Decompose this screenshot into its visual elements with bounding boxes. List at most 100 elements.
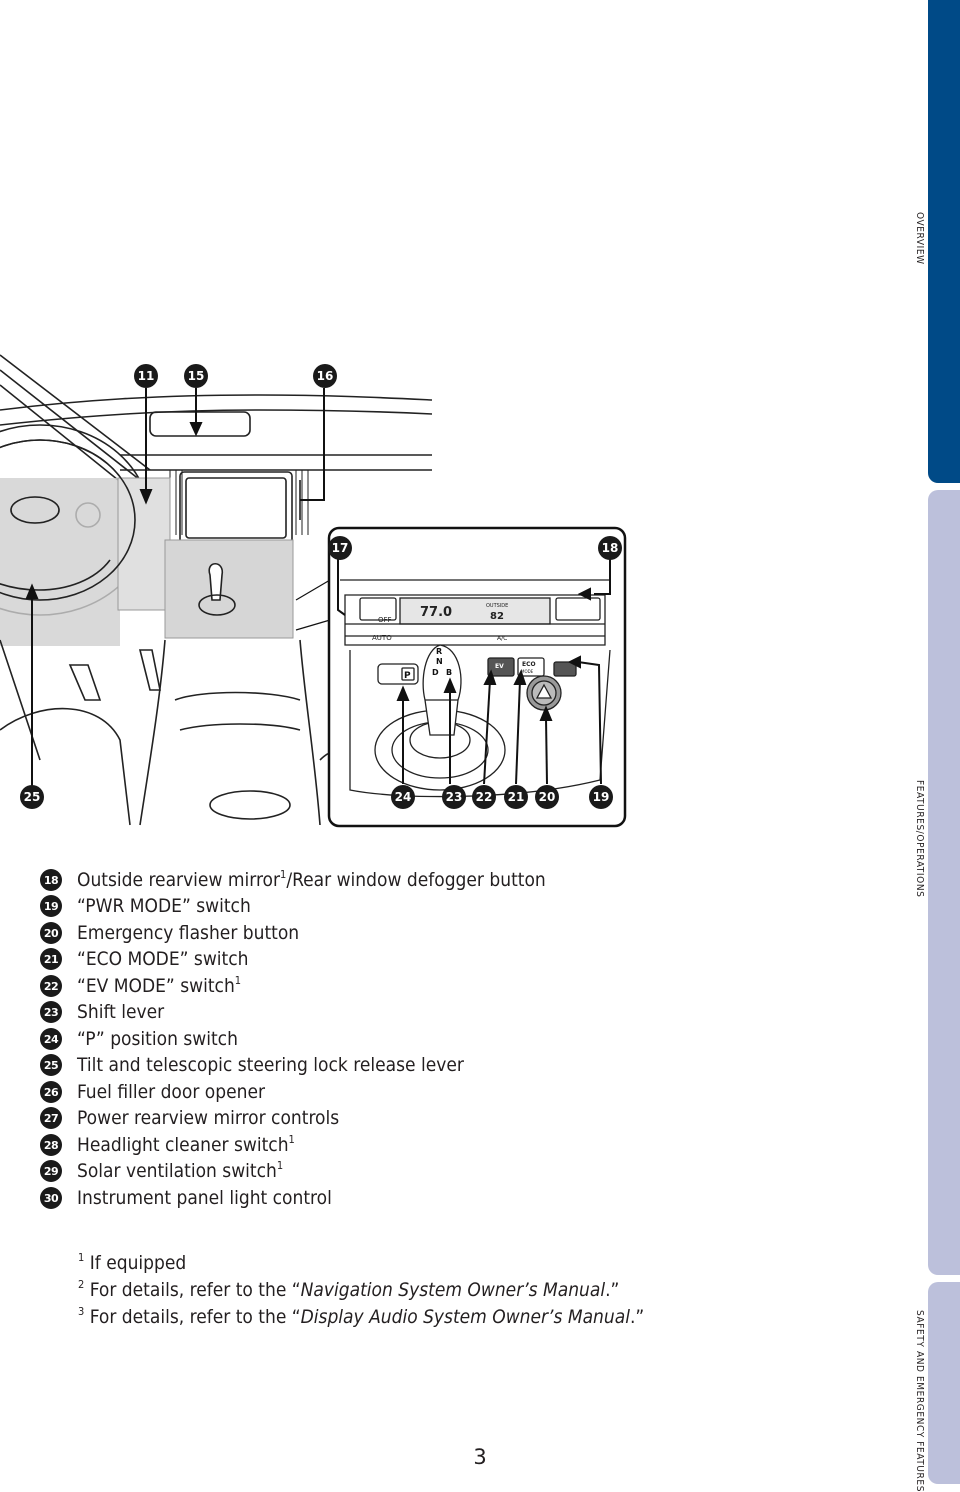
item-number-badge: 20 <box>40 922 62 944</box>
item-number-badge: 30 <box>40 1187 62 1209</box>
overview-tab[interactable] <box>928 0 960 483</box>
console-inset: OFF AUTO A/C 77.0 OUTSIDE 82 P R N D B E… <box>327 526 627 828</box>
features-operations-tab-label: FEATURES/OPERATIONS <box>914 780 925 898</box>
list-item: 20 Emergency flasher button <box>40 921 299 945</box>
item-label: Outside rearview mirror <box>77 869 281 891</box>
list-item: 28 Headlight cleaner switch1 <box>40 1133 295 1157</box>
item-number-badge: 25 <box>40 1054 62 1076</box>
item-superscript: 1 <box>234 974 242 987</box>
svg-text:16: 16 <box>317 369 334 383</box>
leader-lines <box>25 388 331 790</box>
item-label: Shift lever <box>77 1001 165 1023</box>
dashboard-illustration: OFF AUTO A/C 77.0 OUTSIDE 82 P R N D B E… <box>0 354 627 828</box>
manual-title: Navigation System Owner’s Manual <box>300 1279 606 1301</box>
svg-text:24: 24 <box>395 790 412 804</box>
list-item: 26 Fuel filler door opener <box>40 1080 265 1104</box>
gear-d-label: D <box>432 668 439 677</box>
svg-text:23: 23 <box>446 790 463 804</box>
outside-label: OUTSIDE <box>486 603 508 609</box>
gear-r-label: R <box>436 647 442 656</box>
footnote-text-end: .” <box>629 1306 645 1328</box>
item-label: Headlight cleaner switch <box>77 1134 289 1156</box>
svg-text:17: 17 <box>332 541 349 555</box>
footnote-text: For details, refer to the “ <box>84 1306 301 1328</box>
p-button-label: P <box>404 671 411 681</box>
item-label: “EV MODE” switch <box>77 975 235 997</box>
callout-20: 20 <box>535 785 559 809</box>
ac-label: A/C <box>497 635 507 642</box>
list-item: 24 “P” position switch <box>40 1027 238 1051</box>
manual-title: Display Audio System Owner’s Manual <box>300 1306 630 1328</box>
item-number-badge: 29 <box>40 1160 62 1182</box>
item-label-rest: /Rear window defogger button <box>286 869 546 891</box>
temp-readout: 77.0 <box>420 605 452 620</box>
item-number-badge: 24 <box>40 1028 62 1050</box>
item-number-badge: 27 <box>40 1107 62 1129</box>
footnote-3: 3 For details, refer to the “Display Aud… <box>78 1306 644 1328</box>
list-item: 30 Instrument panel light control <box>40 1186 332 1210</box>
list-item: 27 Power rearview mirror controls <box>40 1106 339 1130</box>
item-label: “P” position switch <box>77 1028 238 1050</box>
callout-24: 24 <box>391 785 415 809</box>
callout-21: 21 <box>504 785 528 809</box>
callout-15: 15 <box>184 364 208 388</box>
eco-button-label: ECO <box>522 661 536 668</box>
callout-25: 25 <box>20 785 44 809</box>
ev-button-label: EV <box>495 663 504 670</box>
item-number-badge: 22 <box>40 975 62 997</box>
callout-16: 16 <box>313 364 337 388</box>
item-number-badge: 18 <box>40 869 62 891</box>
svg-text:19: 19 <box>593 790 610 804</box>
footnote-text-end: .” <box>605 1279 620 1301</box>
item-label: Emergency flasher button <box>77 922 300 944</box>
callout-11: 11 <box>134 364 158 388</box>
footnote-marker: 3 <box>78 1305 85 1318</box>
cabin-drawing <box>0 354 433 826</box>
svg-text:25: 25 <box>24 790 41 804</box>
callout-22: 22 <box>472 785 496 809</box>
footnote-text: If equipped <box>84 1252 187 1274</box>
callout-23: 23 <box>442 785 466 809</box>
gear-b-label: B <box>446 668 452 677</box>
outside-temp-readout: 82 <box>490 611 504 622</box>
svg-text:15: 15 <box>188 369 205 383</box>
footnote-2: 2 For details, refer to the “Navigation … <box>78 1279 619 1301</box>
svg-text:21: 21 <box>508 790 525 804</box>
footnote-text: For details, refer to the “ <box>84 1279 301 1301</box>
item-number-badge: 19 <box>40 895 62 917</box>
list-item: 23 Shift lever <box>40 1000 164 1024</box>
callout-18: 18 <box>598 536 622 560</box>
item-label: Instrument panel light control <box>77 1187 332 1209</box>
list-item: 29 Solar ventilation switch1 <box>40 1159 283 1183</box>
item-label: Power rearview mirror controls <box>77 1107 340 1129</box>
item-label: “PWR MODE” switch <box>77 895 251 917</box>
item-number-badge: 26 <box>40 1081 62 1103</box>
item-superscript: 1 <box>280 868 287 881</box>
item-label: “ECO MODE” switch <box>77 948 249 970</box>
footnote-marker: 2 <box>78 1278 85 1291</box>
item-label: Tilt and telescopic steering lock releas… <box>77 1054 464 1076</box>
item-label: Fuel filler door opener <box>77 1081 265 1103</box>
gear-n-label: N <box>436 657 443 666</box>
svg-text:11: 11 <box>138 369 155 383</box>
svg-text:18: 18 <box>602 541 619 555</box>
off-label: OFF <box>378 616 392 624</box>
eco-mode-label: MODE <box>521 669 534 674</box>
svg-text:22: 22 <box>476 790 493 804</box>
safety-emergency-tab[interactable] <box>928 1282 960 1484</box>
list-item: 18 Outside rearview mirror1/Rear window … <box>40 868 546 892</box>
list-item: 25 Tilt and telescopic steering lock rel… <box>40 1053 464 1077</box>
features-operations-tab[interactable] <box>928 490 960 1275</box>
item-number-badge: 21 <box>40 948 62 970</box>
item-number-badge: 28 <box>40 1134 62 1156</box>
page-number: 3 <box>473 1445 487 1469</box>
item-superscript: 1 <box>276 1159 284 1172</box>
callout-17: 17 <box>328 536 352 560</box>
item-superscript: 1 <box>288 1133 295 1146</box>
list-item: 21 “ECO MODE” switch <box>40 947 248 971</box>
item-label: Solar ventilation switch <box>77 1160 277 1182</box>
safety-emergency-tab-label: SAFETY AND EMERGENCY FEATURES <box>914 1310 925 1492</box>
overview-tab-label: OVERVIEW <box>914 212 925 265</box>
list-item: 22 “EV MODE” switch1 <box>40 974 241 998</box>
list-item: 19 “PWR MODE” switch <box>40 894 251 918</box>
